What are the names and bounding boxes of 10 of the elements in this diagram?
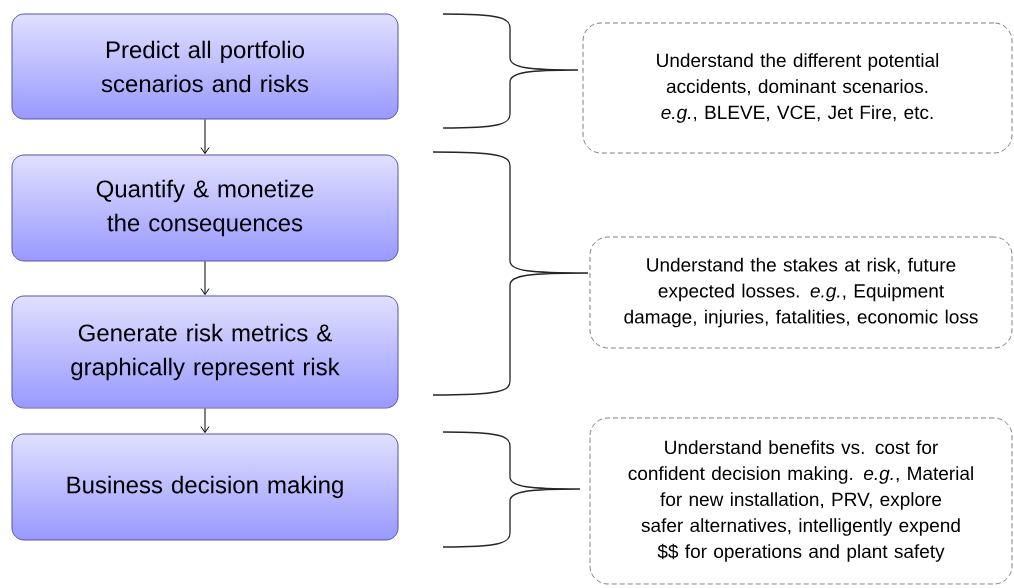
arrow [200, 119, 210, 155]
process-box: Predict all portfolio scenarios and risks [11, 13, 399, 120]
process-box: Business decision making [11, 433, 399, 541]
arrow [200, 408, 210, 434]
note-box: Understand the stakes at risk, future expected losses. e.g., Equipment damage, injuries, fatalities, economic loss [589, 236, 1013, 349]
arrow [200, 261, 210, 296]
note-box: Understand benefits vs. cost for confident decision making. e.g., Material for new installation, PRV, explore safer alternatives, intelligently expend $$ for operations and plant safety [589, 417, 1013, 585]
note-box: Understand the different potential accidents, dominant scenarios. e.g., BLEVE, VCE, Jet Fire, etc. [582, 22, 1013, 154]
process-box: Generate risk metrics & graphically represent risk [11, 295, 399, 409]
process-box: Quantify & monetize the consequences [11, 154, 399, 262]
